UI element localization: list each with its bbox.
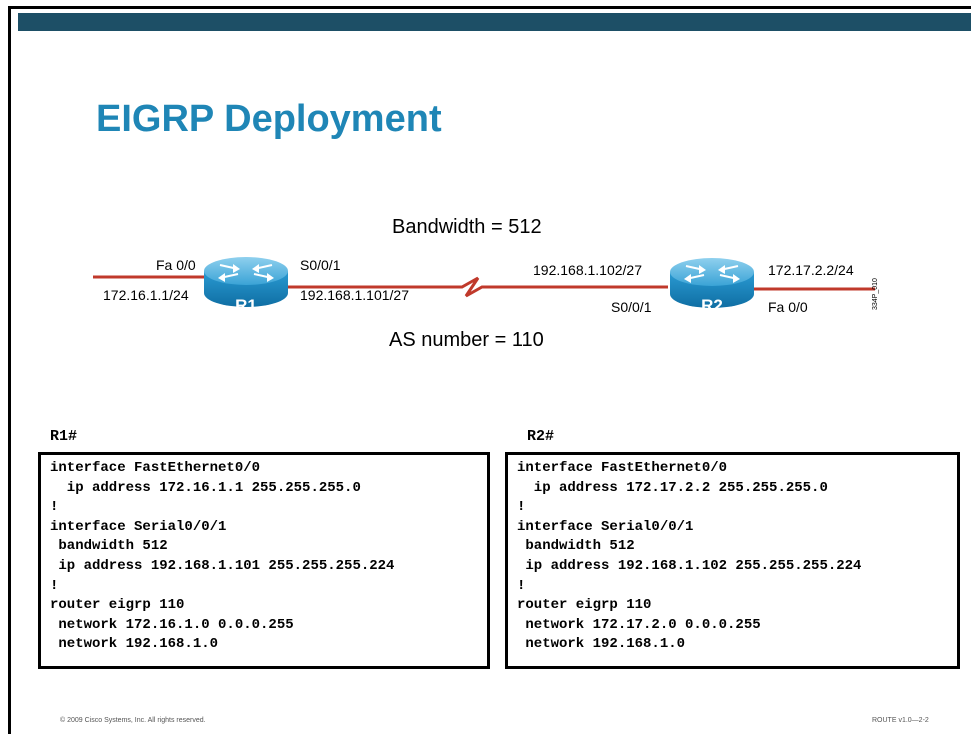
r1-prompt: R1# <box>50 428 78 445</box>
r2-config-box: interface FastEthernet0/0 ip address 172… <box>505 452 960 669</box>
r2-fa-ip-label: 172.17.2.2/24 <box>768 262 854 278</box>
slide-header-bar <box>18 13 971 31</box>
router-icon <box>204 257 288 307</box>
footer-copyright: © 2009 Cisco Systems, Inc. All rights re… <box>60 717 206 724</box>
r2-serial-interface-label: S0/0/1 <box>611 299 652 315</box>
router-icon <box>670 258 754 308</box>
slide-title: EIGRP Deployment <box>96 98 442 140</box>
r1-fa-ip-label: 172.16.1.1/24 <box>103 287 189 303</box>
as-number-label: AS number = 110 <box>389 329 544 351</box>
config-line: network 192.168.1.0 <box>517 636 686 653</box>
r1-serial-interface-label: S0/0/1 <box>300 257 341 273</box>
serial-link-icon <box>288 276 668 298</box>
r1-serial-ip-label: 192.168.1.101/27 <box>300 287 409 303</box>
config-line: bandwidth 512 <box>517 538 635 555</box>
config-line: ip address 172.16.1.1 255.255.255.0 <box>50 479 361 496</box>
config-line: ! <box>517 577 526 594</box>
config-line: interface FastEthernet0/0 <box>517 460 728 476</box>
config-line: ip address 192.168.1.101 255.255.255.224 <box>50 557 395 574</box>
r1-config-box: interface FastEthernet0/0 ip address 172… <box>38 452 490 669</box>
config-line: router eigrp 110 <box>50 597 185 614</box>
r2-prompt: R2# <box>527 428 555 445</box>
footer-page-number: ROUTE v1.0—2-2 <box>872 717 929 724</box>
config-line: network 192.168.1.0 <box>50 636 219 653</box>
config-line: router eigrp 110 <box>517 597 652 614</box>
r2-fa-interface-label: Fa 0/0 <box>768 299 808 315</box>
router-r2-name: R2 <box>701 296 723 315</box>
config-line: interface FastEthernet0/0 <box>50 460 261 476</box>
config-line: ! <box>50 499 59 516</box>
r1-fa-interface-label: Fa 0/0 <box>156 257 196 273</box>
r2-serial-ip-label: 192.168.1.102/27 <box>533 262 642 278</box>
config-line: ! <box>517 499 526 516</box>
router-r1-name: R1 <box>235 296 257 315</box>
figure-id: 334P_010 <box>872 278 879 310</box>
config-line: bandwidth 512 <box>50 538 168 555</box>
config-line: ! <box>50 577 59 594</box>
config-line: ip address 192.168.1.102 255.255.255.224 <box>517 557 862 574</box>
config-line: interface Serial0/0/1 <box>517 518 694 535</box>
config-line: interface Serial0/0/1 <box>50 518 227 535</box>
bandwidth-label: Bandwidth = 512 <box>392 216 542 238</box>
slide-frame-top <box>8 6 971 9</box>
slide-frame-left <box>8 6 11 734</box>
config-line: network 172.16.1.0 0.0.0.255 <box>50 616 294 633</box>
config-line: network 172.17.2.0 0.0.0.255 <box>517 616 761 633</box>
config-line: ip address 172.17.2.2 255.255.255.0 <box>517 479 828 496</box>
